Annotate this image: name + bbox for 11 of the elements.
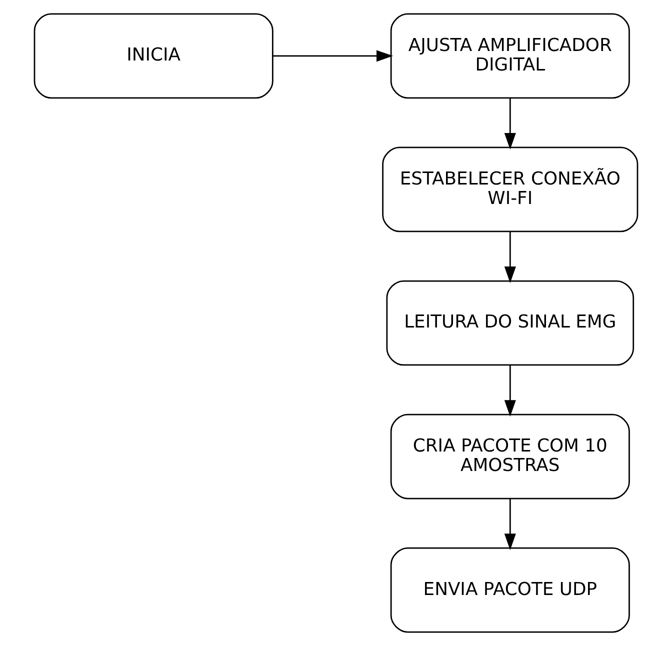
node-box: ENVIA PACOTE UDP: [390, 547, 630, 633]
arrow: [504, 232, 516, 284]
node-box: LEITURA DO SINAL EMG: [386, 280, 634, 366]
node-box: CRIA PACOTE COM 10 AMOSTRAS: [390, 414, 630, 500]
arrow: [504, 365, 516, 417]
node-box: AJUSTA AMPLIFICADOR DIGITAL: [390, 13, 630, 99]
node-box: ESTABELECER CONEXÃO WI-FI: [382, 146, 638, 232]
arrow: [504, 98, 516, 150]
node-box: INICIA: [34, 13, 274, 99]
arrow: [504, 498, 516, 550]
arrow: [272, 50, 394, 62]
